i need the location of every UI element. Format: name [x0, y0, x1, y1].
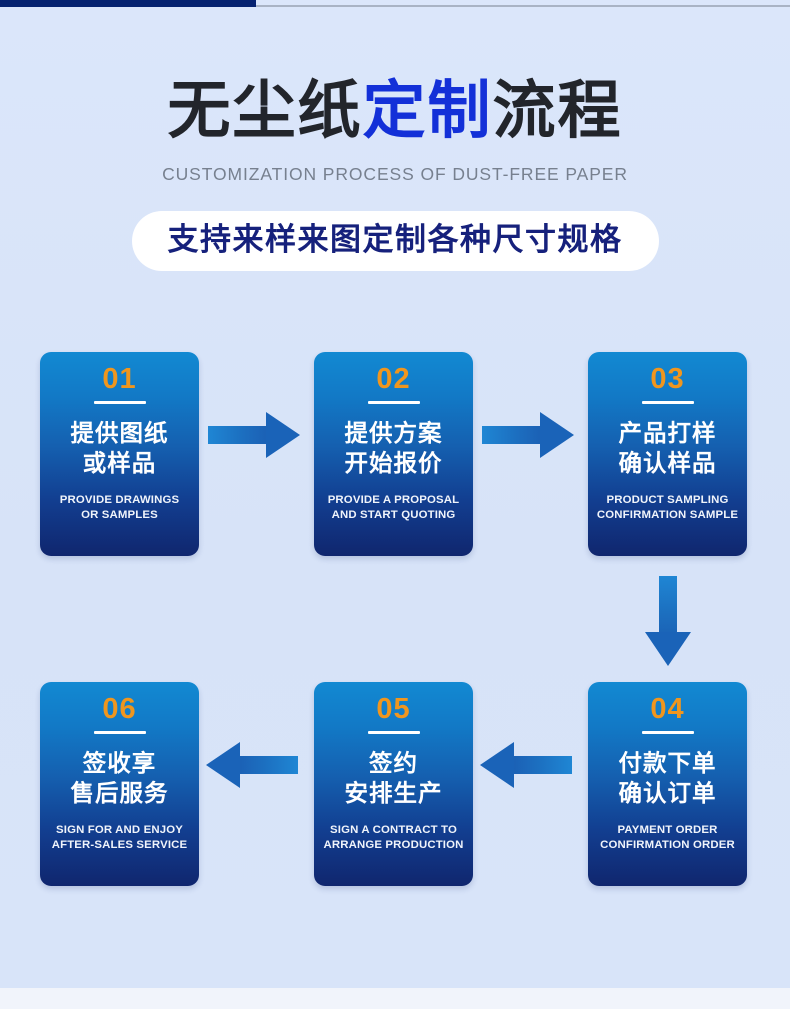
step-title-en-line2: ARRANGE PRODUCTION — [323, 838, 464, 851]
step-title-cn: 产品打样 确认样品 — [588, 419, 747, 478]
process-step-card-04: 04 付款下单 确认订单 PAYMENT ORDER CONFIRMATION … — [588, 682, 747, 886]
step-divider — [641, 401, 694, 405]
step-title-en-line2: CONFIRMATION SAMPLE — [596, 508, 739, 521]
arrow-head — [266, 412, 300, 458]
step-divider — [367, 731, 420, 735]
step-title-cn-line1: 提供图纸 — [70, 420, 169, 447]
arrow-head — [206, 742, 240, 788]
step-title-cn-line1: 产品打样 — [618, 420, 717, 447]
process-step-card-05: 05 签约 安排生产 SIGN A CONTRACT TO ARRANGE PR… — [314, 682, 473, 886]
arrow-right-icon-step1-to-step2 — [208, 412, 300, 458]
arrow-head — [645, 632, 691, 666]
step-divider — [641, 731, 694, 735]
step-title-en-line1: PROVIDE A PROPOSAL — [327, 493, 460, 506]
step-divider — [93, 731, 146, 735]
step-number: 01 — [102, 363, 137, 395]
process-flow-diagram: 01 提供图纸 或样品 PROVIDE DRAWINGS OR SAMPLES … — [0, 352, 790, 892]
arrow-shaft — [659, 576, 677, 636]
page-header: 无尘纸定制流程 CUSTOMIZATION PROCESS OF DUST-FR… — [0, 0, 790, 272]
arrow-left-icon-step5-to-step6 — [206, 742, 298, 788]
tagline-banner: 支持来样来图定制各种尺寸规格 — [131, 210, 659, 272]
step-title-cn-line2: 或样品 — [82, 450, 157, 477]
step-title-cn-line2: 确认样品 — [618, 450, 717, 477]
step-title-en-line1: PAYMENT ORDER — [617, 823, 718, 836]
arrow-shaft — [510, 756, 572, 774]
top-divider-rule — [256, 5, 790, 7]
step-divider — [367, 401, 420, 405]
arrow-shaft — [208, 426, 270, 444]
step-title-cn-line2: 售后服务 — [70, 780, 169, 807]
step-title-cn-line2: 开始报价 — [344, 450, 443, 477]
arrow-head — [540, 412, 574, 458]
step-number: 02 — [376, 363, 411, 395]
step-title-en: PAYMENT ORDER CONFIRMATION ORDER — [588, 823, 747, 853]
arrow-shaft — [482, 426, 544, 444]
arrow-shaft — [236, 756, 298, 774]
step-title-cn: 签约 安排生产 — [314, 749, 473, 808]
step-title-cn-line1: 签收享 — [82, 750, 157, 777]
step-number: 05 — [376, 693, 411, 725]
process-step-card-02: 02 提供方案 开始报价 PROVIDE A PROPOSAL AND STAR… — [314, 352, 473, 556]
step-title-cn-line1: 提供方案 — [344, 420, 443, 447]
step-title-en-line2: AFTER-SALES SERVICE — [51, 838, 188, 851]
page-subtitle: CUSTOMIZATION PROCESS OF DUST-FREE PAPER — [162, 163, 628, 184]
step-title-en: PROVIDE DRAWINGS OR SAMPLES — [40, 493, 199, 523]
page-title: 无尘纸定制流程 — [0, 0, 790, 147]
step-title-en-line1: PROVIDE DRAWINGS — [59, 493, 180, 506]
step-title-en-line2: OR SAMPLES — [81, 508, 158, 521]
step-title-en: PROVIDE A PROPOSAL AND START QUOTING — [314, 493, 473, 523]
page-title-part1: 无尘纸 — [167, 76, 363, 146]
process-step-card-03: 03 产品打样 确认样品 PRODUCT SAMPLING CONFIRMATI… — [588, 352, 747, 556]
page-title-highlight: 定制 — [362, 76, 493, 146]
arrow-left-icon-step4-to-step5 — [480, 742, 572, 788]
step-title-cn: 签收享 售后服务 — [40, 749, 199, 808]
step-title-cn-line1: 签约 — [369, 750, 418, 777]
arrow-right-icon-step2-to-step3 — [482, 412, 574, 458]
step-title-en-line2: AND START QUOTING — [331, 508, 456, 521]
page-footer-strip — [0, 988, 790, 1009]
step-title-en-line1: SIGN A CONTRACT TO — [330, 823, 457, 836]
arrow-down-icon-step3-to-step4 — [645, 576, 691, 666]
tagline-banner-wrap: 支持来样来图定制各种尺寸规格 — [0, 210, 790, 272]
step-title-cn: 提供方案 开始报价 — [314, 419, 473, 478]
step-title-cn-line2: 安排生产 — [344, 780, 443, 807]
step-number: 06 — [102, 693, 137, 725]
step-number: 03 — [650, 363, 685, 395]
step-title-en-line1: SIGN FOR AND ENJOY — [56, 823, 183, 836]
step-title-cn: 提供图纸 或样品 — [40, 419, 199, 478]
process-step-card-01: 01 提供图纸 或样品 PROVIDE DRAWINGS OR SAMPLES — [40, 352, 199, 556]
step-title-cn: 付款下单 确认订单 — [588, 749, 747, 808]
step-title-en: SIGN FOR AND ENJOY AFTER-SALES SERVICE — [40, 823, 199, 853]
process-step-card-06: 06 签收享 售后服务 SIGN FOR AND ENJOY AFTER-SAL… — [40, 682, 199, 886]
step-title-en: SIGN A CONTRACT TO ARRANGE PRODUCTION — [314, 823, 473, 853]
step-title-cn-line1: 付款下单 — [618, 750, 717, 777]
step-title-cn-line2: 确认订单 — [618, 780, 717, 807]
page-title-part2: 流程 — [492, 76, 623, 146]
arrow-head — [480, 742, 514, 788]
step-title-en-line1: PRODUCT SAMPLING — [606, 493, 729, 506]
step-title-en: PRODUCT SAMPLING CONFIRMATION SAMPLE — [588, 493, 747, 523]
step-title-en-line2: CONFIRMATION ORDER — [600, 838, 735, 851]
top-accent-bar — [0, 0, 256, 7]
step-divider — [93, 401, 146, 405]
step-number: 04 — [650, 693, 685, 725]
